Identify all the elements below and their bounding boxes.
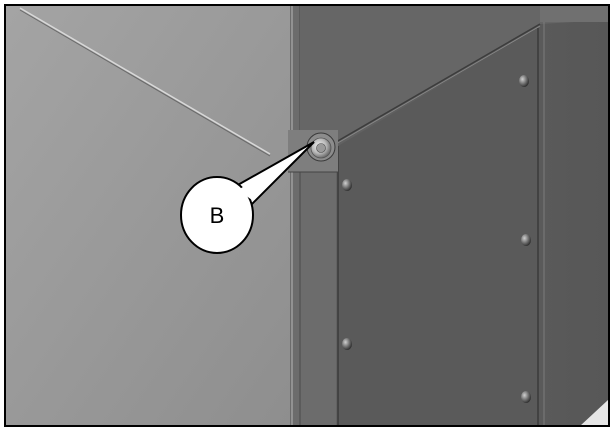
screw-upper-left [342, 179, 352, 191]
top-panel-bevel [300, 6, 608, 150]
screw-mid-right [521, 234, 531, 246]
front-door-panel [338, 28, 538, 426]
screw-lower-left [342, 338, 352, 350]
left-panel-edge-line [19, 7, 271, 155]
top-panel-edge [335, 23, 541, 143]
screw-top-right [519, 75, 529, 87]
callout-bubble [180, 176, 254, 254]
figure-frame [4, 4, 610, 427]
callout-b: B [180, 141, 315, 254]
floor-strip [580, 400, 608, 426]
left-panel-edge-shadow [19, 9, 271, 157]
top-panel-edge-highlight [335, 25, 541, 145]
bolt-b [306, 132, 336, 162]
top-right-cap [540, 6, 608, 22]
callout-label-b: B [210, 203, 225, 228]
screw-bottom-right [521, 391, 531, 403]
